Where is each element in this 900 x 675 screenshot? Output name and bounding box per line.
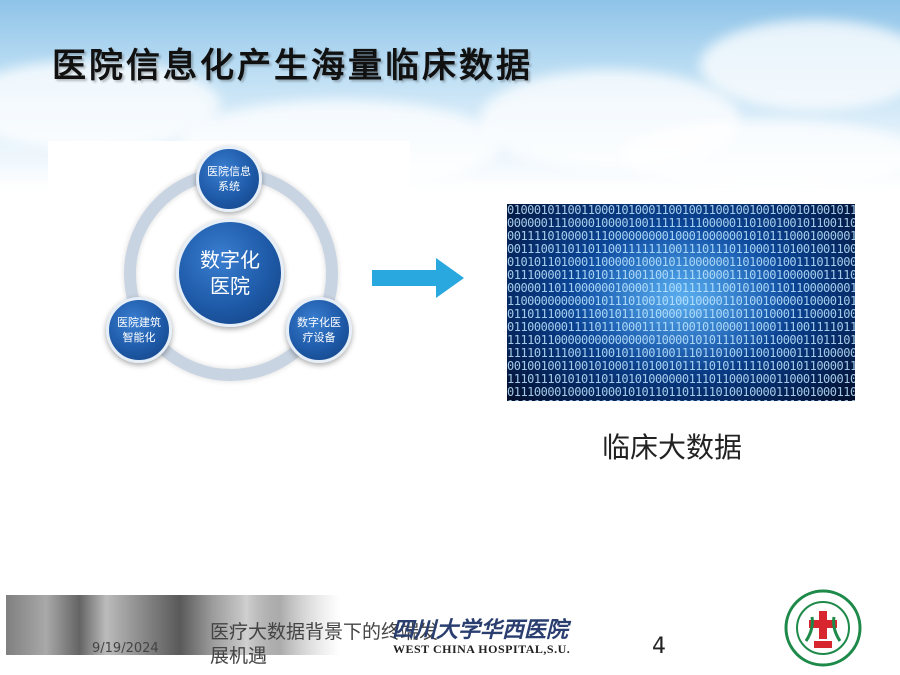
digital-hospital-diagram: 医院信息系统 医院建筑智能化 数字化医疗设备 数字化医院 xyxy=(48,141,410,401)
node-digital-medical-equipment: 数字化医疗设备 xyxy=(286,297,352,363)
cloud xyxy=(620,120,900,190)
hospital-logo-chinese: 四川大学华西医院 xyxy=(392,617,569,643)
page-number: 4 xyxy=(652,634,666,659)
node-label: 数字化医院 xyxy=(200,248,260,298)
binary-pattern: 0100010110011000101000110010011001001001… xyxy=(507,204,855,401)
node-label: 医院建筑智能化 xyxy=(117,316,161,344)
glow xyxy=(567,224,797,374)
node-building-intelligence: 医院建筑智能化 xyxy=(106,297,172,363)
node-digital-hospital: 数字化医院 xyxy=(176,219,284,327)
binary-data-image: 0100010110011000101000110010011001001001… xyxy=(507,204,855,401)
footer-date: 9/19/2024 xyxy=(92,641,159,656)
footer-text: 医疗大数据背景下的终端发展机遇 xyxy=(210,621,439,667)
cloud xyxy=(700,20,900,110)
sky-background xyxy=(0,0,900,190)
node-label: 数字化医疗设备 xyxy=(297,316,341,344)
slide-title: 医院信息化产生海量临床数据 xyxy=(52,46,533,86)
hospital-logo-english: WEST CHINA HOSPITAL,S.U. xyxy=(393,642,571,656)
hospital-photos-strip xyxy=(6,595,340,655)
node-hospital-information-system: 医院信息系统 xyxy=(196,146,262,212)
clinical-big-data-caption: 临床大数据 xyxy=(602,431,743,464)
hospital-seal-icon xyxy=(784,589,862,667)
node-label: 医院信息系统 xyxy=(207,165,251,193)
right-arrow-icon xyxy=(372,258,464,298)
